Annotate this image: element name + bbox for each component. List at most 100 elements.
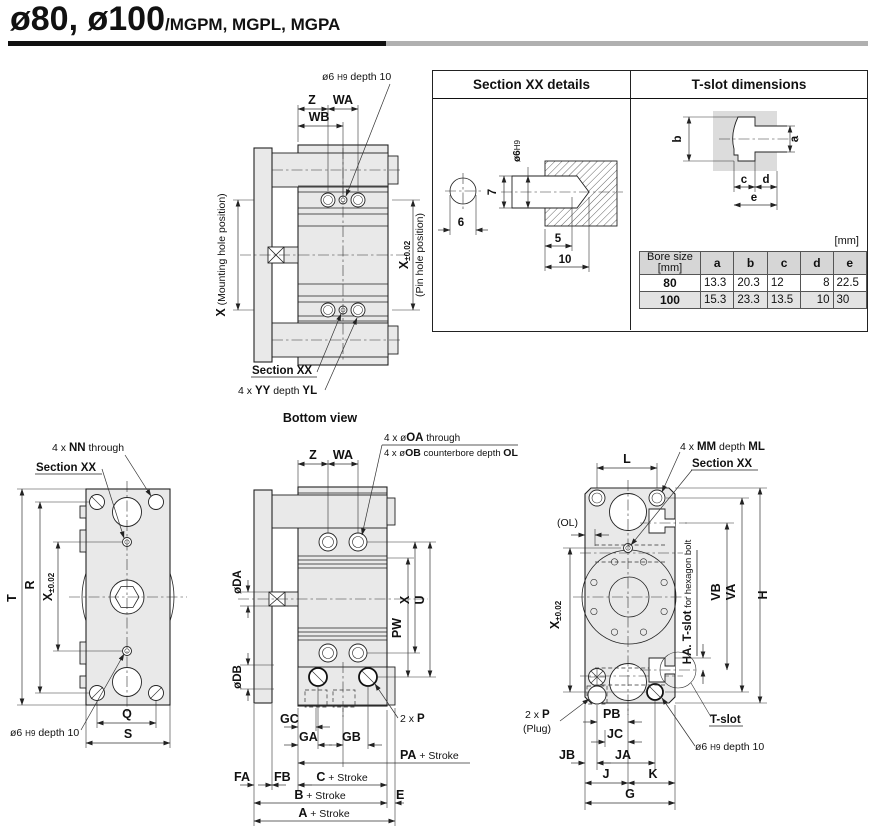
table-row: 100 15.3 23.3 13.5 10 30 — [639, 291, 868, 309]
bottom-view-drawing: Z WA WB ø6 H9 depth 10 X (Mounting hole … — [214, 71, 426, 425]
note-2xp-plug: 2 x P — [525, 709, 550, 721]
dim-label-c-stroke: C + Stroke — [316, 770, 368, 784]
dim-label-gb: GB — [342, 730, 361, 744]
dim-label-l: L — [623, 452, 631, 466]
title-model-series: /MGPM, MGPL, MGPA — [164, 15, 341, 34]
table-header-a: a — [699, 251, 735, 275]
dim-label-j: J — [603, 767, 610, 781]
dim-label-wa: WA — [333, 93, 353, 107]
dim-label-q: Q — [122, 707, 132, 721]
dim-label-gc: GC — [280, 712, 299, 726]
title-bore-sizes: ø80, ø100 — [10, 0, 165, 38]
note-pin-hole: ø6 H9 depth 10 — [10, 727, 79, 739]
dim-label-jc: JC — [607, 727, 623, 741]
note-mm-holes: 4 x MM depth ML — [680, 441, 765, 453]
note-plug: (Plug) — [523, 723, 551, 735]
section-xx-label: Section XX — [692, 458, 752, 470]
dim-label-t: T — [5, 594, 19, 602]
left-view-dimensions: 4 x NN through Section XX T R X±0.02 Q — [5, 442, 171, 748]
dim-label-c: c — [741, 174, 748, 186]
section-xx-detail-drawing: 6 ø6H9 7 5 10 — [438, 140, 623, 272]
note-ha-tslot: HA. T-slot for hexagon bolt — [682, 539, 694, 664]
right-view-body — [573, 480, 697, 715]
left-end-view-drawing: 4 x NN through Section XX T R X±0.02 Q — [5, 442, 187, 748]
table-header-bore: Bore size [mm] — [639, 251, 701, 275]
side-view-drawing: Z WA 4 x øOA through 4 x øOB counterbore… — [232, 432, 518, 826]
dim-label-b-stroke: B + Stroke — [294, 788, 346, 802]
dim-label-pw: PW — [390, 618, 404, 638]
dim-label-s: S — [124, 727, 132, 741]
note-pin-hole: ø6 H9 depth 10 — [322, 71, 391, 83]
dim-label-x-tolerance: X±0.02 — [41, 572, 56, 601]
details-panel: Section XX details T-slot dimensions 6 ø… — [432, 70, 868, 332]
dim-label-6: 6 — [458, 217, 464, 229]
dim-label-10: 10 — [559, 254, 572, 266]
section-xx-label: Section XX — [36, 462, 96, 474]
dim-label-ol: (OL) — [557, 517, 578, 529]
note-2xp-ports: 2 x P — [400, 713, 425, 725]
label-pin-hole-position: (Pin hole position) — [414, 213, 426, 297]
dim-label-pb: PB — [603, 707, 620, 721]
dim-label-k: K — [648, 767, 657, 781]
dim-label-r: R — [23, 580, 37, 589]
dim-label-a-stroke: A + Stroke — [298, 806, 350, 820]
bottom-view-dimensions: Z WA WB ø6 H9 depth 10 X (Mounting hole … — [214, 71, 426, 425]
dim-label-jb: JB — [559, 748, 575, 762]
dim-label-pa-stroke: PA + Stroke — [400, 748, 459, 762]
bottom-view-body — [240, 144, 408, 366]
table-header-e: e — [832, 251, 868, 275]
dim-label-b: b — [672, 135, 684, 142]
dim-label-e: e — [751, 192, 757, 204]
label-mounting-hole-position: X (Mounting hole position) — [214, 193, 228, 316]
t-slot-dimensions-title: T-slot dimensions — [691, 77, 807, 92]
label-x-pin-tolerance: X±0.02 — [397, 240, 412, 269]
t-slot-dimension-table: Bore size [mm] a b c d e 80 — [639, 251, 868, 309]
dim-label-h: H — [756, 590, 770, 599]
page-title: ø80, ø100 /MGPM, MGPL, MGPA — [10, 0, 340, 39]
dim-label-wa: WA — [333, 448, 353, 462]
table-header-c: c — [766, 251, 802, 275]
title-rule-gray — [386, 41, 868, 46]
t-slot-detail-drawing: b a c d e — [672, 111, 801, 210]
dim-label-a: a — [789, 135, 801, 142]
section-xx-label: Section XX — [252, 365, 312, 377]
dim-label-vb: VB — [709, 583, 723, 600]
note-yy-holes: 4 x YY depth YL — [238, 385, 317, 397]
middle-view-dimensions: Z WA 4 x øOA through 4 x øOB counterbore… — [232, 432, 518, 826]
dim-label-d: d — [762, 174, 769, 186]
dim-label-wb: WB — [309, 110, 330, 124]
middle-view-body — [238, 486, 428, 717]
rear-end-view-drawing: 4 x MM depth ML Section XX L (OL) X±0.02… — [523, 441, 770, 810]
dim-label-da: øDA — [232, 570, 244, 594]
bottom-view-caption: Bottom view — [283, 411, 358, 425]
dim-label-va: VA — [724, 584, 738, 600]
dim-label-dia6h9: ø6H9 — [512, 140, 523, 162]
dim-label-e: E — [396, 788, 404, 802]
dim-label-db: øDB — [232, 665, 244, 689]
note-ob-counterbore: 4 x øOB counterbore depth OL — [384, 447, 518, 459]
dim-label-x: X — [398, 595, 412, 604]
note-oa-holes: 4 x øOA through — [384, 432, 460, 444]
unit-label: [mm] — [834, 235, 859, 247]
right-view-dimensions: 4 x MM depth ML Section XX L (OL) X±0.02… — [523, 441, 770, 810]
dim-label-fb: FB — [274, 770, 291, 784]
dim-label-x-tolerance: X±0.02 — [548, 600, 563, 629]
dim-label-7: 7 — [487, 189, 499, 195]
dim-label-g: G — [625, 787, 635, 801]
dim-label-5: 5 — [555, 233, 562, 245]
note-pin-hole: ø6 H9 depth 10 — [695, 741, 764, 753]
dim-label-z: Z — [308, 93, 316, 107]
left-view-body — [69, 481, 187, 715]
dim-label-z: Z — [309, 448, 317, 462]
table-header-b: b — [733, 251, 768, 275]
note-nn-holes: 4 x NN through — [52, 442, 124, 454]
table-header-d: d — [800, 251, 834, 275]
dim-label-ga: GA — [299, 730, 318, 744]
table-row: 80 13.3 20.3 12 8 22.5 — [639, 274, 868, 292]
dim-label-u: U — [413, 595, 427, 604]
dim-label-ja: JA — [615, 748, 631, 762]
dim-label-fa: FA — [234, 770, 250, 784]
title-rule-black — [8, 41, 386, 46]
t-slot-label: T-slot — [710, 714, 741, 726]
